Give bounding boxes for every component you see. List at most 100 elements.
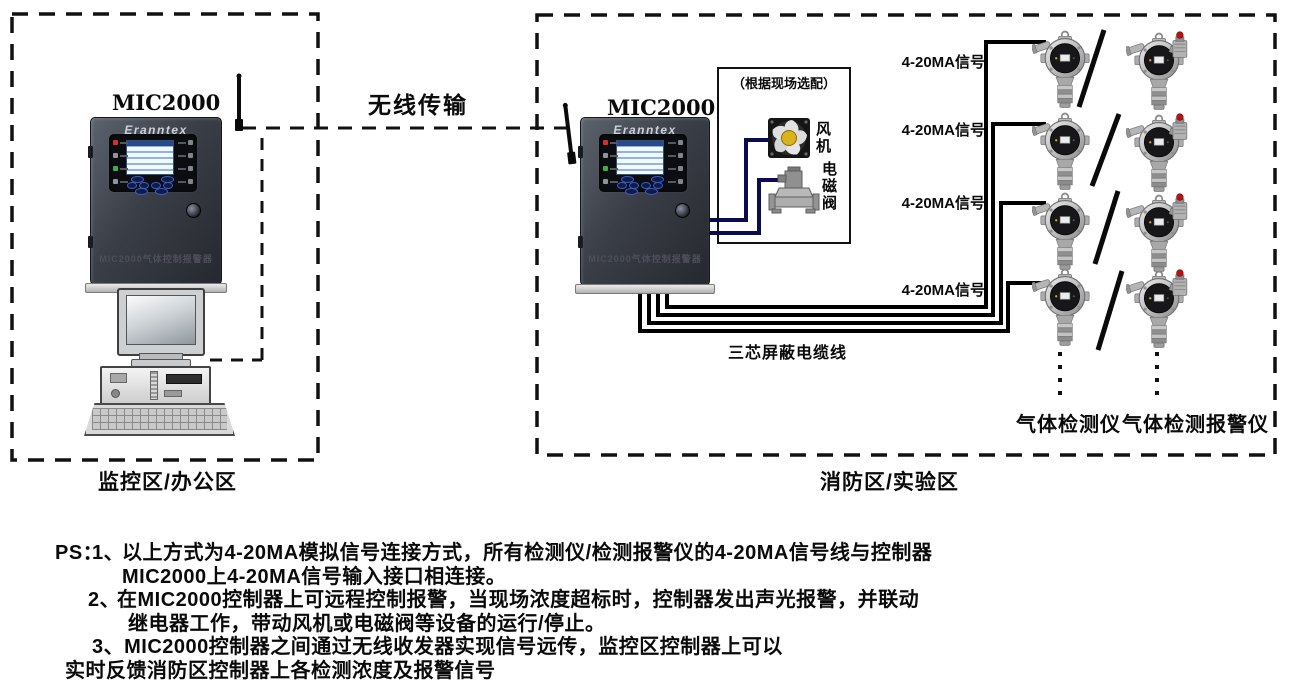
or-slashes [1076,29,1125,351]
cable-row3 [647,201,1046,325]
gas-detector-alarm-icon [1125,270,1187,348]
hinge [88,146,93,158]
note-line-1: 以上方式为4-20MA模拟信号连接方式，所有检测仪/检测报警仪的4-20MA信号… [122,542,933,564]
run-led [603,166,618,171]
alarm-led [178,140,193,145]
detector-plain-label: 气体检测仪 [1016,414,1121,436]
controller-panel-label: MIC2000气体控制报警器 [588,254,702,264]
status-led [603,153,618,158]
right-controller: Eranntex MIC2000气体控制报警器 [578,117,710,286]
note-line-5: 3、MIC2000控制器之间通过无线收发器实现信号远传，监控区控制器上可以 [92,636,783,658]
brand-logo: Eranntex [124,123,188,137]
run-led [113,166,128,171]
note-num-2: 2、 [88,589,121,611]
ellipsis-dots [1058,352,1159,400]
solenoid-valve-icon [768,166,820,214]
panel-button [645,188,658,195]
monitor-screen [126,295,196,345]
pc-tower [100,366,211,406]
notes-prefix: PS： [55,542,104,564]
keyboard [84,403,235,436]
monitoring-region-label: 监控区/办公区 [98,471,237,494]
hinge [578,236,583,248]
drive-slot [150,371,158,400]
left-controller: Eranntex MIC2000气体控制报警器 [88,117,222,285]
wireless-label: 无线传输 [368,92,468,118]
hinge [88,236,93,248]
valve-label: 电磁阀 [820,161,837,212]
alarm-led [668,166,683,171]
signal-label-3: 4-20MA信号 [901,195,985,212]
panel-button [155,188,168,195]
valve-wire [710,178,780,235]
gas-detector-alarm-icon [1125,194,1187,272]
gas-detector-icon [1031,270,1089,346]
tower-button [164,390,182,397]
note-num-1: 1、 [92,542,125,564]
panel-button [621,176,634,183]
controller-faceplate [109,134,197,195]
alarm-led [668,153,683,158]
tower-display [166,374,202,384]
cable-row1 [665,40,1046,309]
gas-detector-alarm-icon [1125,114,1187,192]
power-led [603,140,618,145]
fault-led [113,179,128,184]
signal-label-4: 4-20MA信号 [901,282,985,299]
status-led [113,153,128,158]
fire-region-box [535,13,1277,457]
left-antenna-icon [235,73,243,131]
relay-wires [710,138,780,235]
cable-row2 [656,122,1046,317]
controller-faceplate [599,134,687,195]
alarm-led [178,179,193,184]
lcd-screen [126,140,174,175]
monitor [117,288,205,356]
note-line-4: 继电器工作，带动风机或电磁阀等设备的运行/停止。 [128,613,606,635]
fire-region-label: 消防区/实验区 [820,471,959,494]
panel-button [163,182,173,189]
alarm-led [668,179,683,184]
detector-alarm-label: 气体检测报警仪 [1122,414,1269,436]
panel-button [617,182,627,189]
panel-button [127,182,137,189]
panel-button [135,188,148,195]
alarm-led [178,153,193,158]
fault-led [603,179,618,184]
floppy-drive [110,373,127,383]
lock-knob [186,203,201,218]
alarm-led [668,140,683,145]
panel-button [653,182,663,189]
alarm-led [178,166,193,171]
note-line-2: MIC2000上4-20MA信号输入接口相连接。 [122,566,507,588]
note-line-3: 在MIC2000控制器上可远程控制报警，当现场浓度超标时，控制器发出声光报警，并… [117,589,920,611]
power-button [111,389,120,398]
right-antenna-icon [562,102,577,165]
optional-box-title: （根据现场选配） [731,76,836,91]
panel-button [625,188,638,195]
hinge [578,146,583,158]
computer-link-line [210,132,264,362]
monitoring-region-box [10,12,320,462]
keyboard-keys [92,408,227,430]
fan-label: 风机 [814,121,831,155]
signal-label-2: 4-20MA信号 [901,122,985,139]
lcd-screen [616,140,664,175]
gas-detector-alarm-icon [1125,32,1187,110]
power-led [113,140,128,145]
lock-knob [675,203,690,218]
note-line-6: 实时反馈消防区控制器上各检测浓度及报警信号 [65,660,496,682]
controller-panel-label: MIC2000气体控制报警器 [99,254,213,264]
signal-cables [638,40,1046,333]
fan-icon [768,118,810,158]
panel-button [131,176,144,183]
brand-logo: Eranntex [613,123,677,137]
controller-base [575,284,715,294]
right-controller-title: MIC2000 [607,95,716,120]
left-controller-title: MIC2000 [112,90,221,115]
cable-label: 三芯屏蔽电缆线 [728,345,848,362]
signal-label-1: 4-20MA信号 [901,54,985,71]
fan-wire [710,138,770,222]
